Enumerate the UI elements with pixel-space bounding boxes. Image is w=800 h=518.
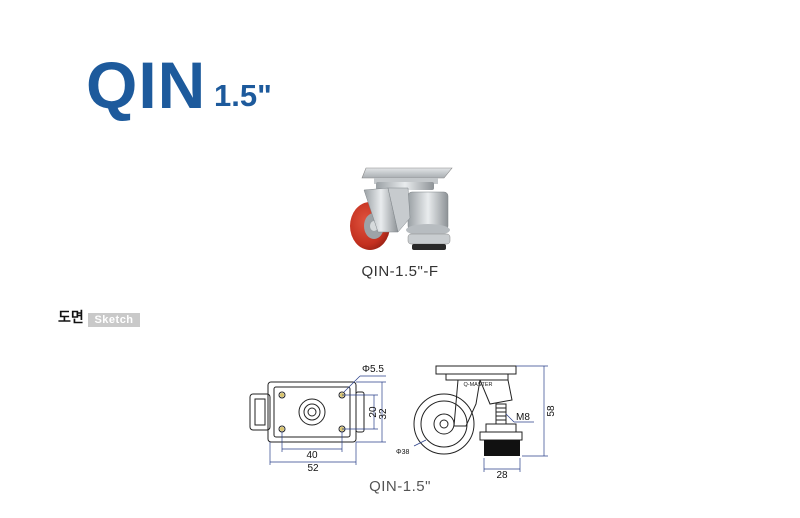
dim-plate-width: 52: [307, 463, 319, 474]
sketch-title-ko: 도면: [58, 309, 84, 325]
side-rubber-pad: [484, 440, 520, 456]
dim-hole-spacing-h: 40: [306, 450, 318, 461]
side-wheel: [413, 393, 475, 455]
model-size: 1.5": [214, 78, 272, 113]
dim-pad-diameter: 28: [496, 470, 508, 481]
product-photo: [350, 167, 453, 250]
photo-caption: QIN-1.5"-F: [361, 263, 439, 280]
sketch-title-en: Sketch: [88, 313, 140, 327]
dim-overall-height: 58: [546, 405, 557, 417]
model-title: QIN: [86, 48, 207, 122]
dim-wheel-diameter: Φ38: [396, 449, 409, 456]
drawing-caption: QIN-1.5": [369, 478, 431, 495]
dim-hole-spacing-v: 20: [368, 406, 379, 418]
dim-plate-height: 32: [378, 408, 389, 420]
brand-label: Q-MASTER: [463, 382, 492, 388]
side-plate: [435, 365, 517, 375]
dim-thread: M8: [516, 412, 530, 423]
top-hub: [298, 398, 326, 426]
dim-hole-diameter: Φ5.5: [362, 364, 384, 375]
top-plate-outline: [267, 381, 357, 443]
